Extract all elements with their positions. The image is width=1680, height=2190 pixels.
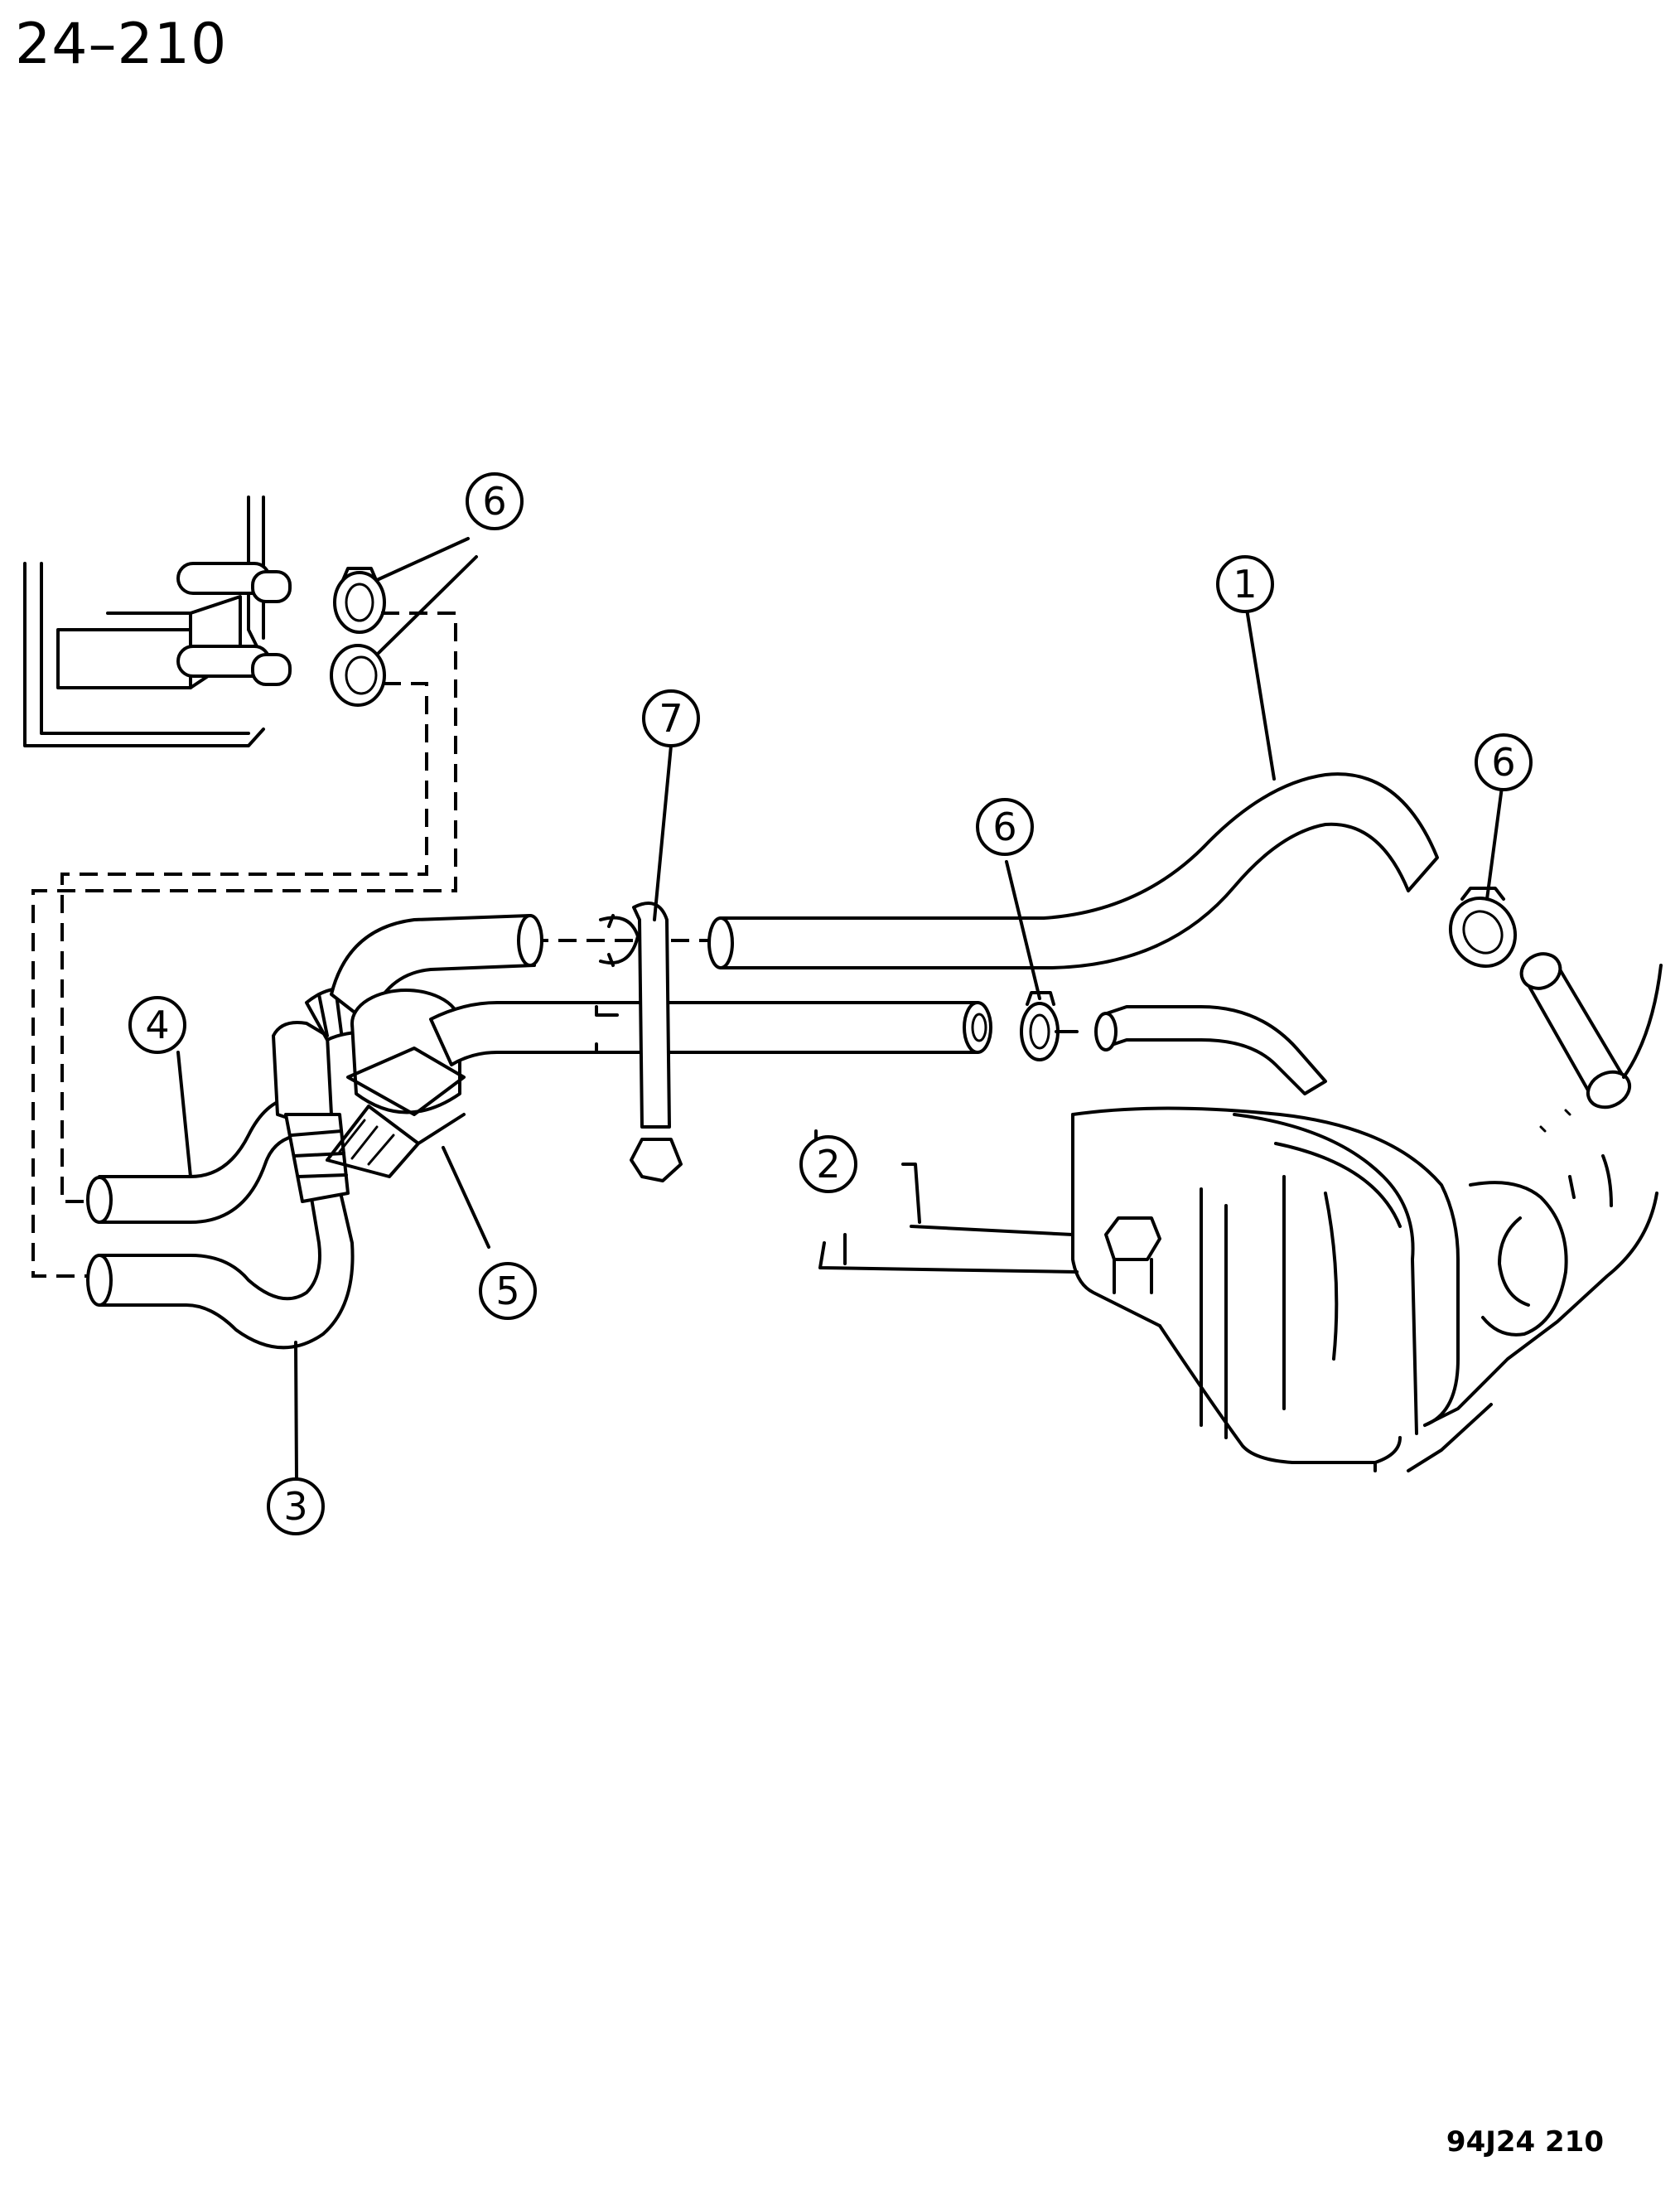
callout-3: 3 [267,1477,325,1535]
return-line [1094,1005,1327,1095]
callout-4: 4 [128,996,186,1054]
water-valve [326,989,466,1178]
hose-1 [707,772,1439,969]
callout-2: 2 [799,1135,857,1193]
callout-5-label: 5 [495,1269,519,1313]
bracket-7 [599,902,683,1182]
hose-4 [86,1096,300,1224]
clamp-6b [1020,991,1079,1061]
callout-6b-label: 6 [992,805,1016,849]
figure-code: 94J24 210 [1446,2125,1604,2159]
heater-core [23,496,292,747]
callout-1-label: 1 [1233,562,1257,607]
callout-7-label: 7 [659,696,683,741]
callout-6a: 6 [466,472,524,530]
callout-6c-label: 6 [1491,740,1515,785]
callout-1: 1 [1216,555,1274,613]
routing-lines [31,612,712,1278]
heater-tube [429,1001,992,1066]
callout-6c: 6 [1475,733,1533,791]
engine-block [818,1106,1658,1472]
callout-4-label: 4 [145,1003,169,1047]
clamp-6c [1448,887,1518,969]
callout-7: 7 [642,689,700,747]
engine-nipple [1519,952,1663,1110]
callout-5: 5 [479,1262,537,1320]
callout-2-label: 2 [816,1142,840,1187]
callout-6b: 6 [976,798,1034,856]
callout-3-label: 3 [283,1484,307,1529]
heater-core-clamps [330,567,386,707]
hose-3 [86,1187,355,1350]
callout-6a-label: 6 [482,479,506,524]
page-title: 24–210 [15,12,228,77]
